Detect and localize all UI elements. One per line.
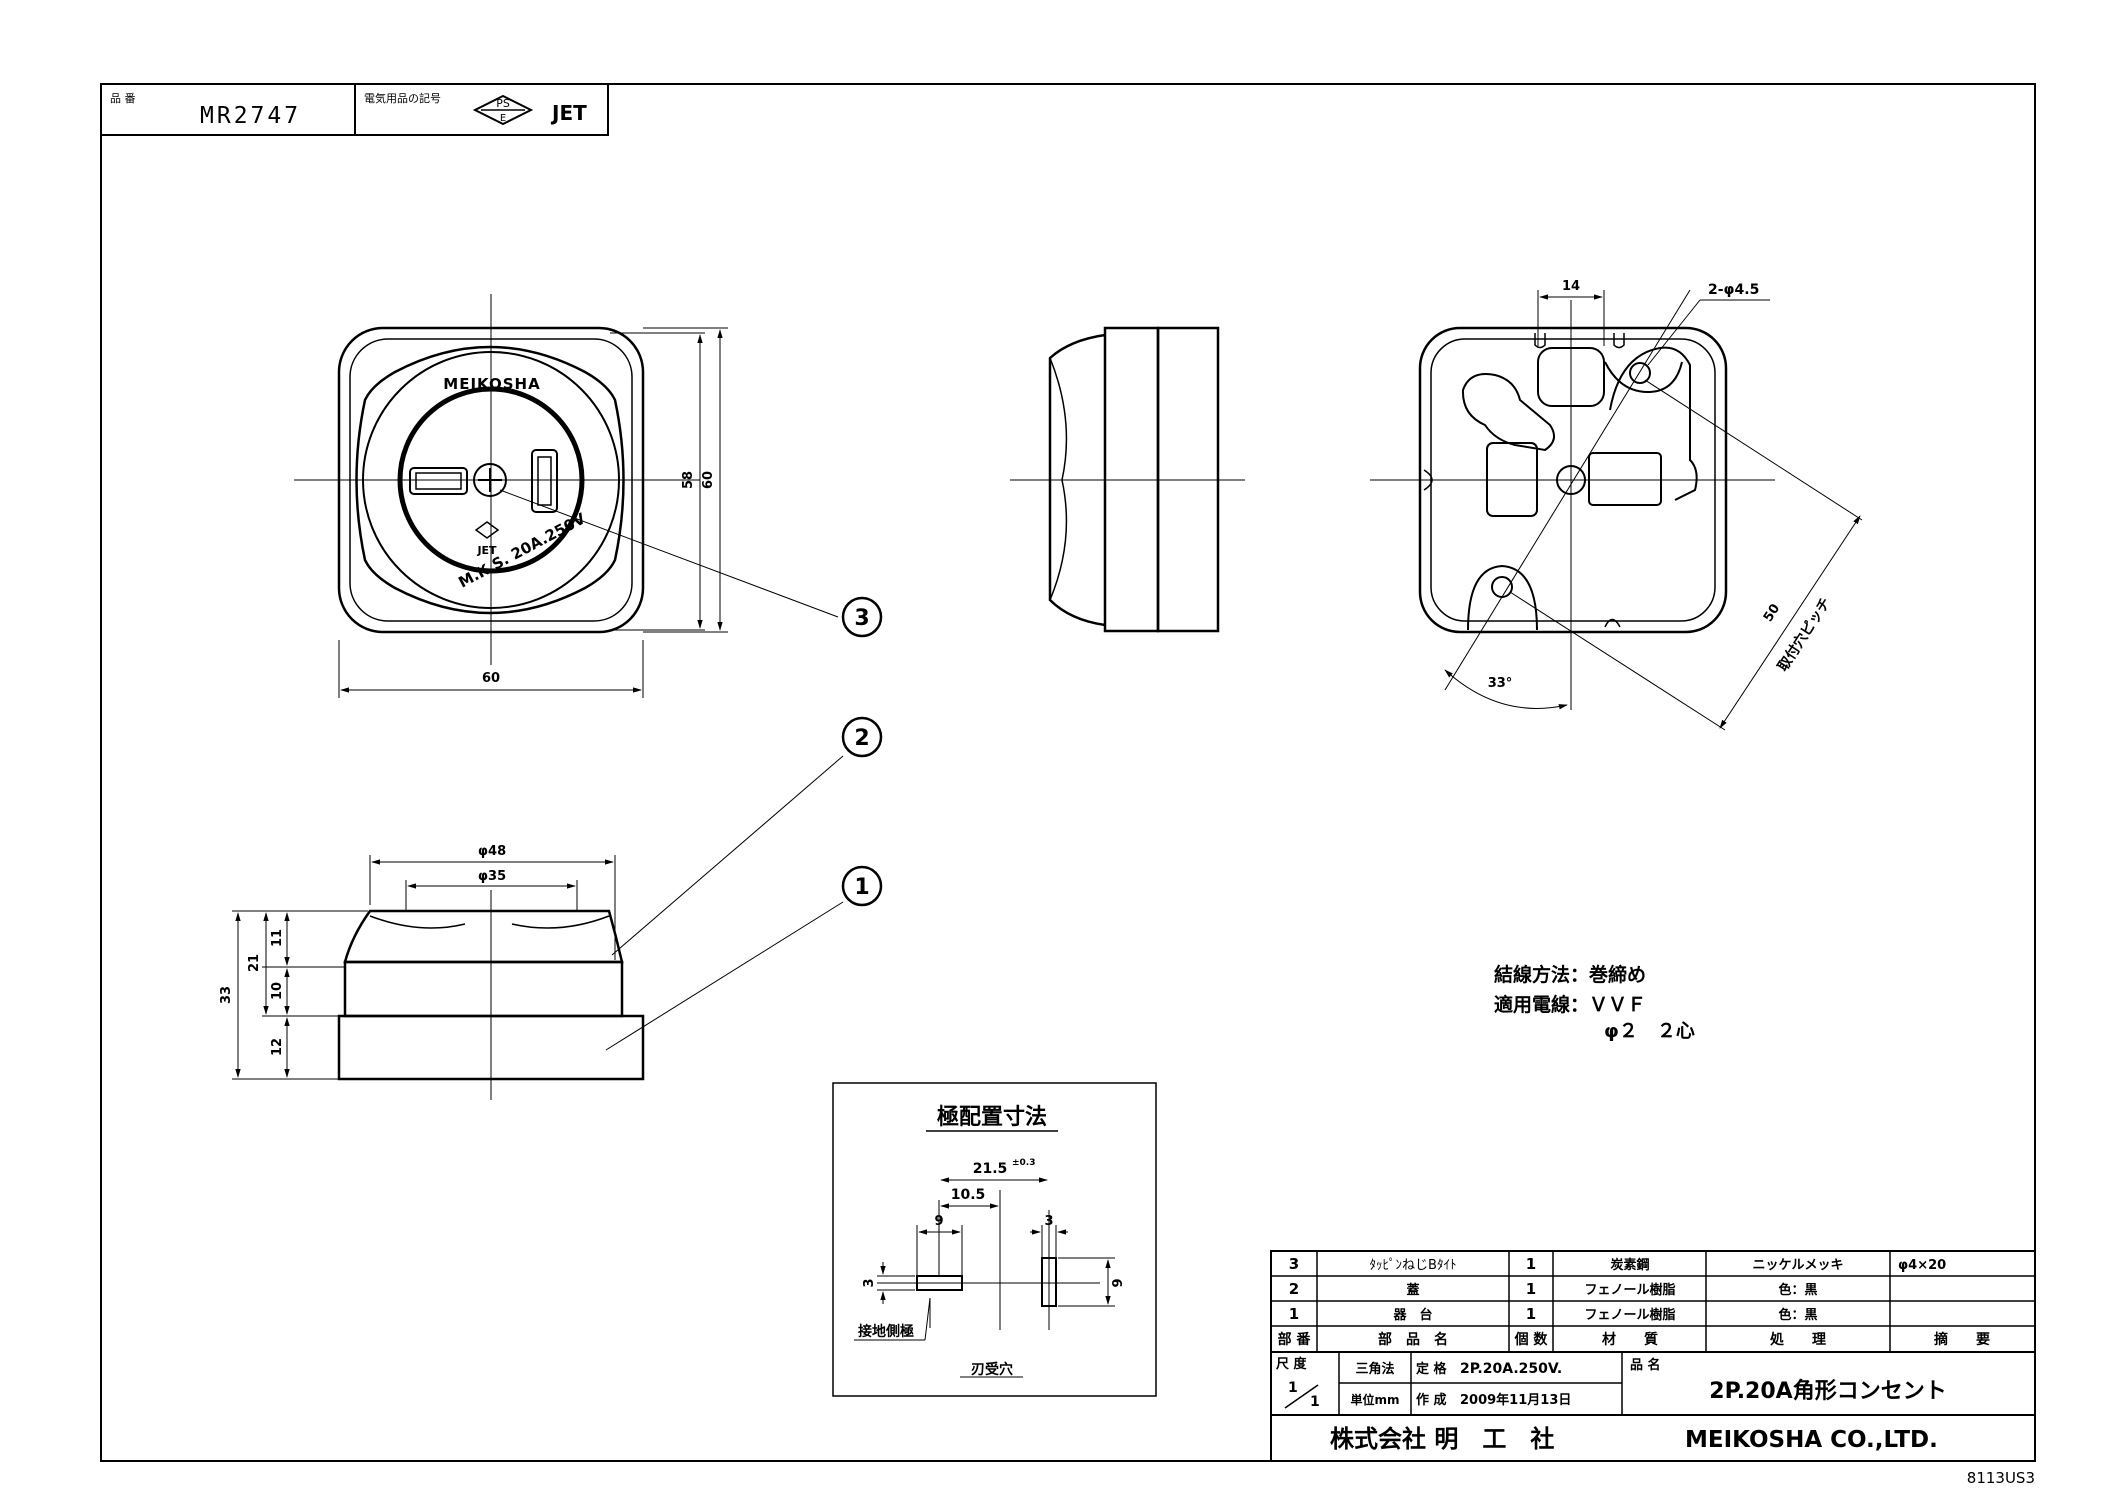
svg-text:1: 1 (854, 875, 869, 900)
col-header-part-no: 部 番 (1278, 1331, 1312, 1348)
col-header-remarks: 摘 要 (1934, 1331, 1990, 1348)
header-box: 品 番 MR2747 電気用品の記号 PS E JET (100, 83, 609, 136)
pse-mark-icon: PS E (472, 94, 534, 126)
svg-text:2: 2 (1289, 1280, 1299, 1298)
svg-text:E: E (500, 113, 506, 124)
dim-10: 10 (270, 982, 285, 1000)
balloon-2: 2 (841, 716, 883, 758)
slot-label: 刃受穴 (971, 1361, 1013, 1378)
part-no-label: 品 番 (110, 92, 136, 105)
angle-label: 33° (1488, 676, 1513, 691)
balloon-3: 3 (841, 596, 883, 638)
svg-text:3: 3 (854, 606, 869, 631)
pole-dim-21-5: 21.5 (973, 1161, 1008, 1177)
pole-dim-10-5: 10.5 (951, 1187, 986, 1203)
rating-engraving: M.K.S. 20A.250V (455, 509, 588, 591)
product-name-label: 品 名 (1630, 1357, 1661, 1373)
part-no: MR2747 (200, 103, 301, 129)
svg-text:色：黒: 色：黒 (1778, 1282, 1817, 1298)
back-centerlines (1370, 289, 1775, 710)
pole-dim-9-right: 9 (1111, 1278, 1126, 1287)
wire-size: φ２ ２心 (1604, 1020, 1695, 1042)
scale-bottom: 1 (1310, 1394, 1320, 1410)
drawing-border (100, 83, 2036, 1462)
pole-detail-title: 極配置寸法 (937, 1104, 1047, 1130)
scale-label: 尺 度 (1276, 1356, 1308, 1372)
svg-text:炭素鋼: 炭素鋼 (1610, 1257, 1649, 1273)
back-dim-14: 14 (1562, 279, 1580, 294)
svg-text:色：黒: 色：黒 (1778, 1307, 1817, 1323)
svg-text:1: 1 (1526, 1305, 1536, 1323)
front-dim-width: 60 (482, 671, 500, 686)
svg-text:1: 1 (1526, 1280, 1536, 1298)
svg-text:器 台: 器 台 (1392, 1307, 1432, 1323)
col-header-qty: 個 数 (1514, 1331, 1549, 1348)
elevation-dimensions (232, 855, 616, 1080)
jet-mark: JET (550, 101, 587, 125)
unit-label: 単位mm (1350, 1392, 1399, 1407)
table-row: 3 ﾀｯﾋﾟﾝねじBﾀｲﾄ 1 炭素鋼 ニッケルメッキ φ4×20 (1289, 1255, 1946, 1273)
hole-label: 2-φ4.5 (1708, 282, 1759, 298)
company-en: MEIKOSHA CO.,LTD. (1685, 1427, 1938, 1453)
wire-type: 適用電線：ＶＶＦ (1494, 993, 1646, 1016)
pitch-label: 取付穴ピッチ (1774, 595, 1834, 675)
table-row: 2 蓋 1 フェノール樹脂 色：黒 (1289, 1280, 1818, 1298)
ground-pole-label: 接地側極 (858, 1323, 914, 1340)
svg-text:1: 1 (1289, 1305, 1299, 1323)
pitch-value: 50 (1761, 601, 1783, 624)
mini-jet-mark: JET (476, 544, 497, 557)
pole-dim-3-top: 3 (1044, 1214, 1053, 1229)
pole-detail: 極配置寸法 (832, 1082, 1157, 1397)
created-label: 作 成 (1416, 1392, 1447, 1408)
svg-text:2: 2 (854, 726, 869, 751)
dim-phi35: φ35 (478, 869, 506, 884)
scale-top: 1 (1288, 1380, 1298, 1396)
dim-21: 21 (247, 954, 262, 972)
rating-label: 定 格 (1415, 1361, 1448, 1377)
dim-11: 11 (270, 929, 285, 947)
svg-text:3: 3 (1289, 1255, 1299, 1273)
balloon-1: 1 (841, 865, 883, 907)
col-header-treatment: 処 理 (1769, 1331, 1826, 1348)
electrical-mark-label: 電気用品の記号 (364, 91, 441, 105)
svg-text:PS: PS (496, 97, 510, 110)
svg-text:1: 1 (1526, 1255, 1536, 1273)
svg-text:ﾀｯﾋﾟﾝねじBﾀｲﾄ: ﾀｯﾋﾟﾝねじBﾀｲﾄ (1370, 1258, 1457, 1273)
svg-text:蓋: 蓋 (1406, 1282, 1419, 1298)
parts-table (1270, 1250, 2036, 1462)
svg-text:φ4×20: φ4×20 (1898, 1258, 1946, 1273)
created-date: 2009年11月13日 (1460, 1392, 1571, 1408)
product-name: 2P.20A角形コンセント (1709, 1378, 1946, 1404)
leader-3 (499, 489, 839, 618)
svg-text:フェノール樹脂: フェノール樹脂 (1584, 1307, 1675, 1323)
rating-value: 2P.20A.250V. (1460, 1361, 1562, 1377)
back-dimensions (1444, 290, 1863, 731)
leader-1 (605, 901, 844, 1051)
dim-12: 12 (270, 1038, 285, 1056)
front-centerlines (294, 294, 700, 665)
pole-dim-3-left: 3 (862, 1278, 877, 1287)
front-dim-58: 58 (681, 471, 696, 489)
leader-2 (611, 755, 844, 956)
brand-mark: MEIKOSHA (443, 375, 540, 393)
front-dimensions (338, 327, 728, 698)
pole-dim-9-top: 9 (934, 1214, 943, 1229)
col-header-material: 材 質 (1602, 1331, 1658, 1348)
company-jp: 株式会社 明 工 社 (1330, 1425, 1554, 1453)
wiring-method: 結線方法：巻締め (1494, 963, 1646, 986)
dim-phi48: φ48 (478, 844, 506, 859)
projection-method: 三角法 (1355, 1361, 1394, 1377)
col-header-name: 部 品 名 (1378, 1331, 1448, 1348)
dim-33: 33 (219, 986, 234, 1004)
front-dim-60: 60 (701, 471, 716, 489)
drawing-number: 8113US3 (1967, 1469, 2035, 1487)
svg-text:ニッケルメッキ: ニッケルメッキ (1752, 1258, 1843, 1273)
svg-text:フェノール樹脂: フェノール樹脂 (1584, 1282, 1675, 1298)
table-row: 1 器 台 1 フェノール樹脂 色：黒 (1289, 1305, 1818, 1323)
pole-dim-21-5-tol: ±0.3 (1012, 1158, 1035, 1168)
